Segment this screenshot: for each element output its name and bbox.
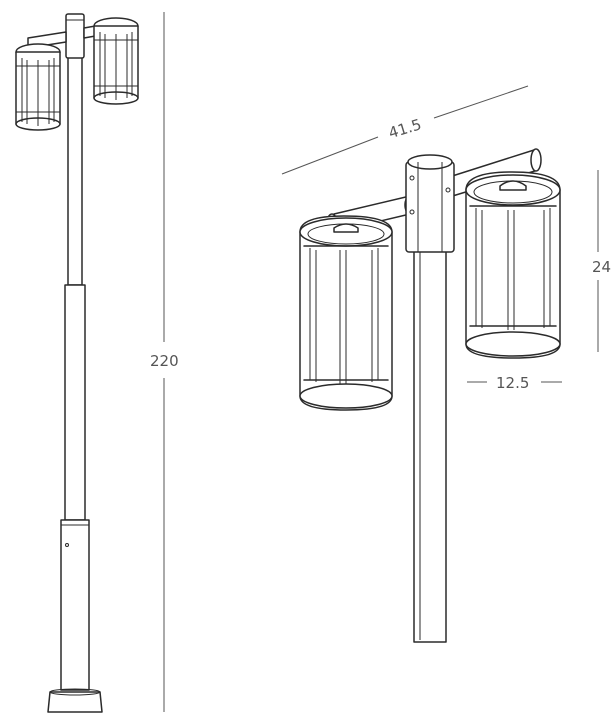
height-dimension-label: 220 xyxy=(150,352,179,370)
top-hub xyxy=(65,13,85,59)
detail-view xyxy=(299,148,561,643)
height-dimension: 220 xyxy=(150,12,179,712)
detail-hub xyxy=(405,161,455,253)
small-lantern-right xyxy=(93,17,139,105)
middle-pole xyxy=(64,284,86,521)
lantern-height-label: 24 xyxy=(592,258,611,276)
upper-pole xyxy=(67,49,83,286)
width-dimension: 41.5 xyxy=(281,85,529,175)
full-pole-view xyxy=(15,13,139,713)
lantern-diameter-label: 12.5 xyxy=(496,374,529,392)
small-lantern-left xyxy=(15,43,61,131)
lantern-height-dimension: 24 xyxy=(592,170,611,352)
width-dimension-label: 41.5 xyxy=(386,115,423,142)
lantern-diameter-dimension: 12.5 xyxy=(467,374,562,392)
base-plate xyxy=(47,691,103,713)
large-lantern-right xyxy=(465,171,561,359)
lower-pole xyxy=(60,519,90,691)
large-lantern-left xyxy=(299,215,393,411)
